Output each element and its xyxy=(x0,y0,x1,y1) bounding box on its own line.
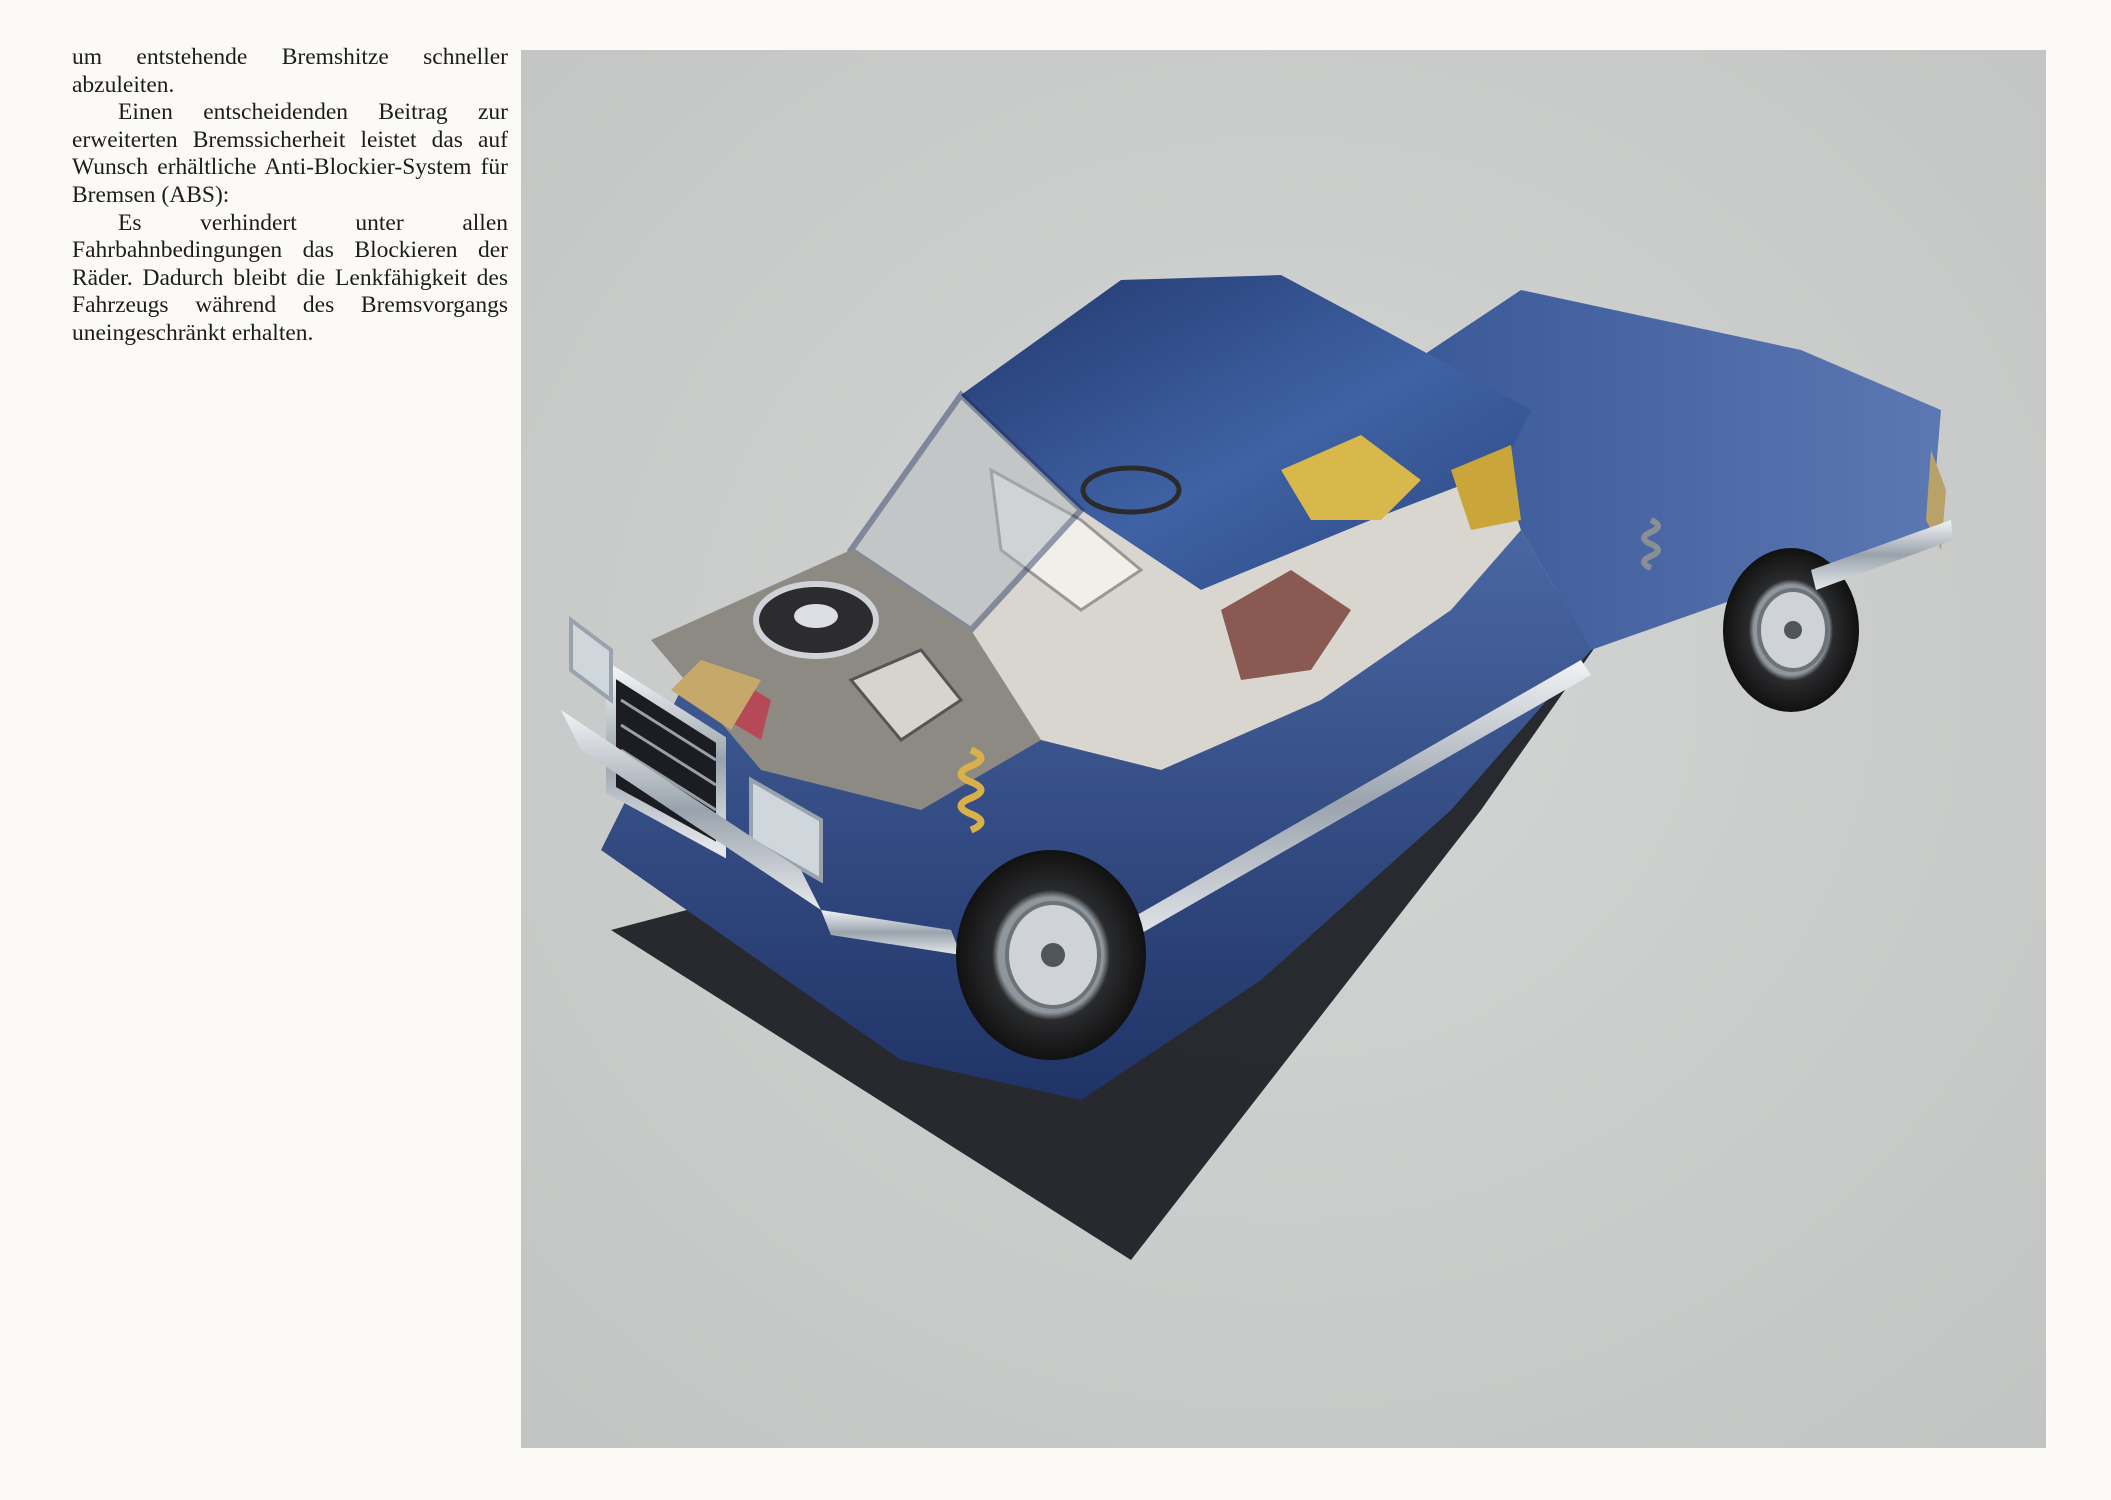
headlight-left xyxy=(569,616,613,704)
side-trim xyxy=(1111,660,1591,945)
paragraph-abs-effect: Es verhindert unter allen Fahrbahnbeding… xyxy=(72,209,508,346)
steering-wheel xyxy=(1080,465,1182,515)
interior-floor xyxy=(1221,570,1351,680)
front-bumper xyxy=(561,710,821,910)
cutaway-car-illustration xyxy=(521,50,2046,1448)
front-suspension xyxy=(957,746,985,834)
engine-bay xyxy=(651,550,1041,810)
rear-seat-yellow xyxy=(1281,435,1421,520)
paragraph-brake-heat: um entstehende Bremshitze schneller abzu… xyxy=(72,44,508,98)
rear-suspension xyxy=(1641,517,1661,571)
headlight-right xyxy=(749,776,823,884)
paragraph-abs-intro: Einen entscheidenden Beitrag zur erweite… xyxy=(72,99,508,208)
body-text-column: um entstehende Bremshitze schneller abzu… xyxy=(72,44,508,348)
